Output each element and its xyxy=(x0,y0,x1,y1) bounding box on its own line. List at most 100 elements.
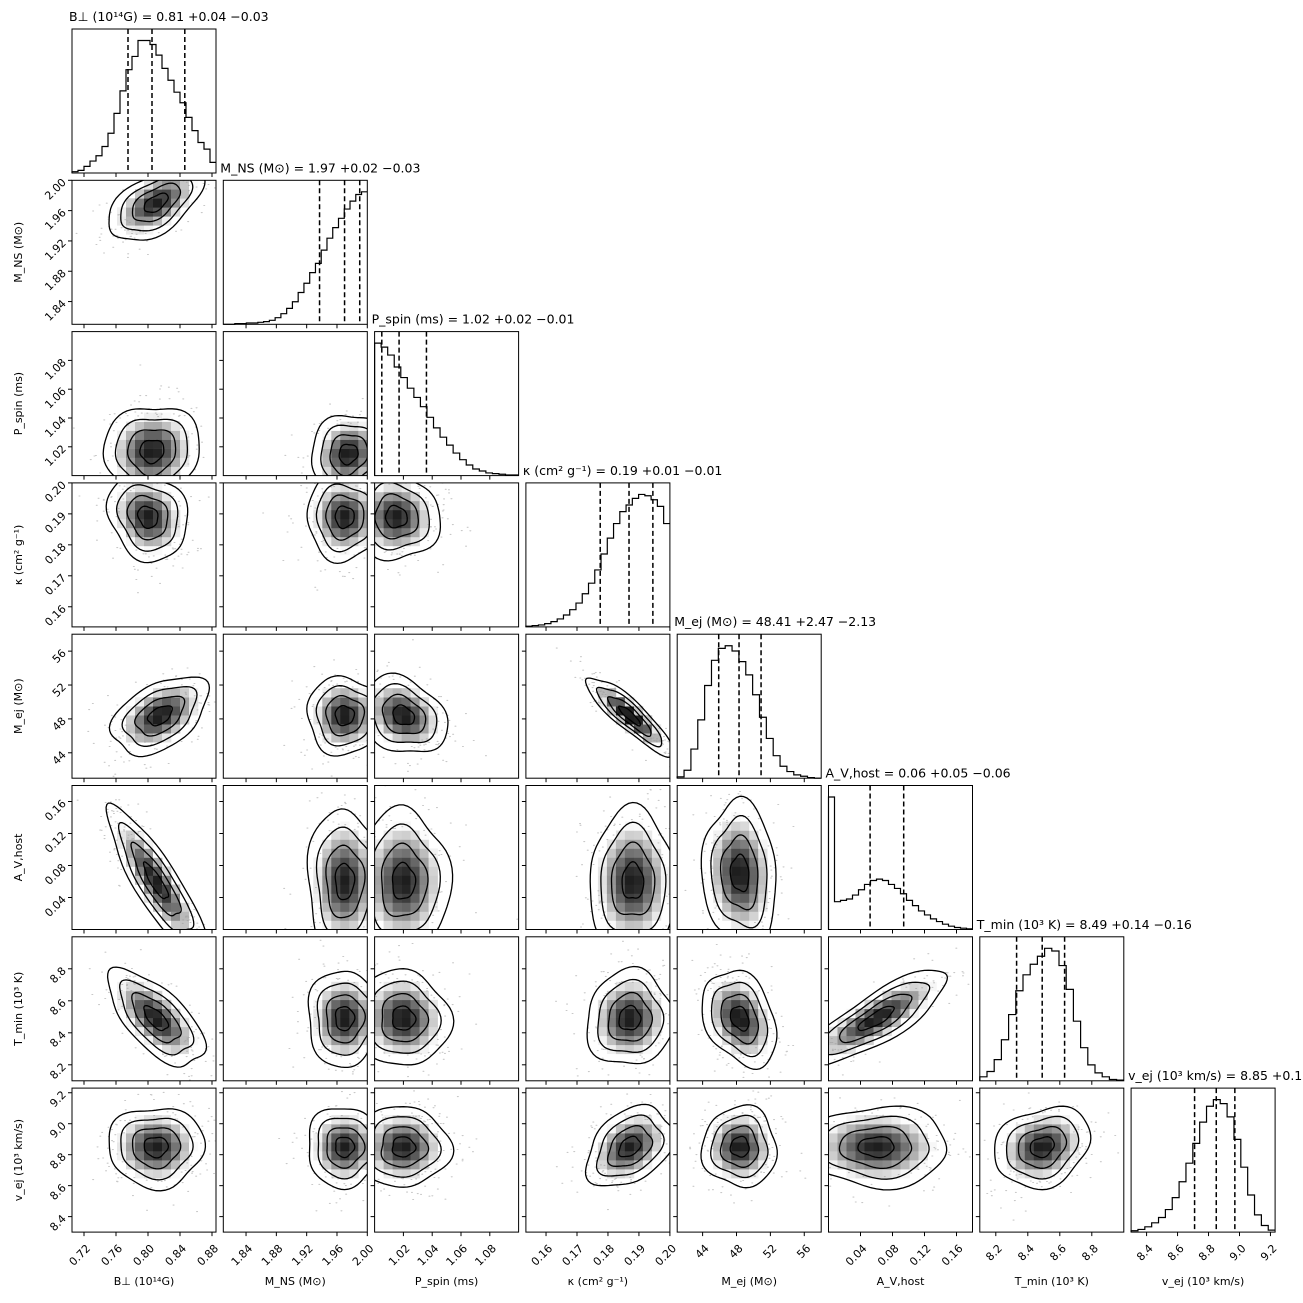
density-cell xyxy=(153,688,163,698)
density-cell xyxy=(918,1142,928,1152)
density-cell xyxy=(1033,1169,1044,1179)
contour-line xyxy=(106,966,208,1068)
density-cell xyxy=(331,839,341,849)
density-cell xyxy=(383,1008,393,1019)
density-cell xyxy=(900,1160,910,1170)
density-cell xyxy=(171,893,181,903)
density-cell xyxy=(383,893,393,903)
density-cell xyxy=(144,500,154,511)
density-cell xyxy=(642,911,653,921)
pair-frame xyxy=(71,482,217,628)
density-cell xyxy=(340,1160,350,1170)
density-cell xyxy=(749,990,759,1001)
density-cell xyxy=(873,1151,883,1161)
density-cell xyxy=(349,920,359,930)
density-cell xyxy=(153,857,163,867)
density-cell xyxy=(135,999,145,1010)
density-cell xyxy=(606,1035,617,1046)
density-cell xyxy=(349,866,359,876)
density-cell xyxy=(722,902,732,912)
density-cell xyxy=(597,1142,608,1152)
density-cell xyxy=(846,1035,856,1046)
density-cell xyxy=(900,990,910,1001)
density-cell xyxy=(642,866,653,876)
density-cell xyxy=(153,875,163,885)
density-cell xyxy=(340,509,350,520)
density-cell xyxy=(651,1133,662,1143)
density-cell xyxy=(410,857,420,867)
density-cell xyxy=(419,724,429,734)
density-cell xyxy=(846,1115,856,1125)
density-cell xyxy=(410,830,420,840)
density-cell xyxy=(144,457,154,467)
density-cell xyxy=(624,1017,635,1028)
density-cell xyxy=(633,857,644,867)
density-cell xyxy=(135,990,145,1001)
density-cell xyxy=(731,884,741,894)
density-cell xyxy=(322,848,332,858)
density-cell xyxy=(349,893,359,903)
density-cell xyxy=(358,875,368,885)
density-cell xyxy=(358,1142,368,1152)
pair-frame xyxy=(222,936,368,1082)
pair-panel-m-ns-p-spin xyxy=(222,331,368,477)
pair-frame xyxy=(525,785,671,930)
density-cell xyxy=(383,875,393,885)
density-cell xyxy=(615,875,626,885)
density-cell xyxy=(401,866,411,876)
pair-panel-b-perp-kappa xyxy=(71,482,217,628)
hist-frame xyxy=(222,179,368,325)
density-cell xyxy=(615,1169,626,1179)
contour-line xyxy=(621,861,645,899)
density-cell xyxy=(401,990,411,1001)
density-cell xyxy=(722,999,732,1010)
density-cell xyxy=(349,902,359,912)
density-cell xyxy=(162,688,172,698)
x-tick-label: 1.96 xyxy=(320,1242,347,1269)
density-cell xyxy=(428,848,438,858)
density-cell xyxy=(855,1035,865,1046)
density-cell xyxy=(153,536,163,547)
density-cell xyxy=(749,866,759,876)
contour-line xyxy=(597,978,665,1053)
density-cell xyxy=(624,839,635,849)
hist-step-t-min xyxy=(979,947,1124,1081)
density-cell xyxy=(758,857,768,867)
density-cell xyxy=(740,999,750,1010)
density-cell xyxy=(846,1142,856,1152)
density-cell xyxy=(392,545,402,556)
pair-panel-m-ns-kappa xyxy=(222,482,368,628)
density-cell xyxy=(162,999,172,1010)
density-cell xyxy=(144,724,154,734)
density-cell xyxy=(171,724,181,734)
density-cell xyxy=(171,1017,181,1028)
density-cell xyxy=(1033,1124,1044,1134)
density-cell xyxy=(340,893,350,903)
density-cell xyxy=(358,421,368,431)
density-cell xyxy=(340,724,350,734)
density-cell xyxy=(153,527,163,538)
density-cell xyxy=(642,1124,653,1134)
density-cell xyxy=(713,902,723,912)
density-cell xyxy=(349,518,359,529)
pair-panel-m-ns-a-v-host xyxy=(222,785,368,930)
density-cell xyxy=(410,527,420,538)
hist-title-m-ns: M_NS (M⊙) = 1.97 +0.02 −0.03 xyxy=(220,160,420,175)
density-cell xyxy=(162,1115,172,1125)
density-cell xyxy=(722,1017,732,1028)
density-cell xyxy=(758,1133,768,1143)
contour-line xyxy=(325,694,366,737)
x-tick-label: 9.0 xyxy=(1227,1242,1249,1264)
contour-line xyxy=(131,1127,182,1170)
density-cell xyxy=(135,189,145,199)
density-cell xyxy=(731,1151,741,1161)
hist-panel-t-min xyxy=(979,936,1125,1082)
density-cell xyxy=(331,688,341,698)
density-cell xyxy=(428,1035,438,1046)
density-cell xyxy=(135,715,145,725)
y-tick-label: 0.08 xyxy=(42,861,69,888)
pair-frame xyxy=(71,1087,217,1233)
density-cell xyxy=(153,706,163,716)
density-cell xyxy=(731,866,741,876)
density-cell xyxy=(349,1151,359,1161)
